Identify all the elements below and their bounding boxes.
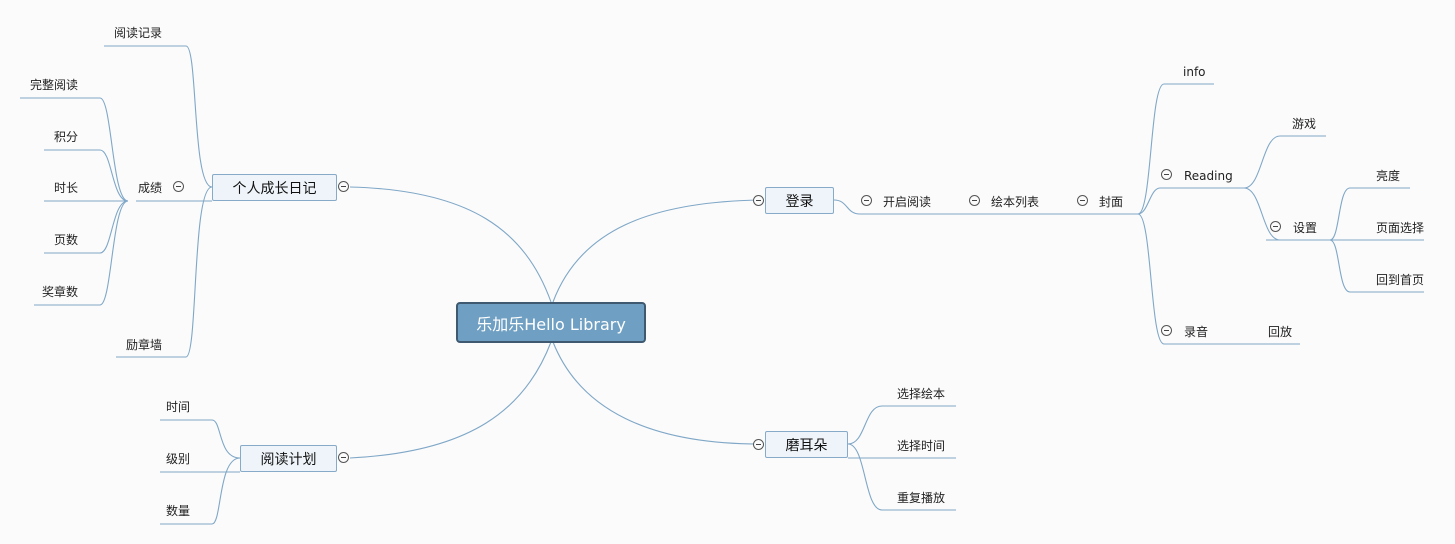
node-open-reading[interactable]: 开启阅读 — [883, 195, 932, 209]
node-book-list[interactable]: 绘本列表 — [991, 195, 1040, 209]
node-score-item[interactable]: 奖章数 — [42, 285, 79, 299]
collapse-toggle-icon[interactable] — [338, 181, 349, 192]
node-reading-record[interactable]: 阅读记录 — [114, 26, 163, 40]
node-score-item[interactable]: 时长 — [54, 181, 79, 195]
collapse-toggle-icon[interactable] — [753, 195, 764, 206]
node-recording[interactable]: 录音 — [1184, 325, 1209, 339]
collapse-toggle-icon[interactable] — [753, 439, 764, 450]
topic-reading-plan[interactable]: 阅读计划 — [240, 445, 337, 472]
collapse-toggle-icon[interactable] — [1161, 325, 1172, 336]
node-ear-item[interactable]: 选择时间 — [897, 439, 946, 453]
collapse-toggle-icon[interactable] — [338, 452, 349, 463]
node-plan-item[interactable]: 数量 — [166, 504, 191, 518]
collapse-toggle-icon[interactable] — [1077, 195, 1088, 206]
node-ear-item[interactable]: 重复播放 — [897, 491, 946, 505]
node-cover[interactable]: 封面 — [1099, 195, 1124, 209]
node-ear-item[interactable]: 选择绘本 — [897, 387, 946, 401]
node-medal-wall[interactable]: 励章墙 — [126, 338, 163, 352]
root-topic[interactable]: 乐加乐Hello Library — [456, 302, 646, 343]
node-plan-item[interactable]: 时间 — [166, 400, 191, 414]
node-score-item[interactable]: 页数 — [54, 233, 79, 247]
collapse-toggle-icon[interactable] — [173, 181, 184, 192]
node-game[interactable]: 游戏 — [1292, 117, 1317, 131]
node-score-item[interactable]: 完整阅读 — [30, 78, 79, 92]
node-score[interactable]: 成绩 — [138, 181, 163, 195]
topic-growth-diary[interactable]: 个人成长日记 — [212, 174, 337, 201]
collapse-toggle-icon[interactable] — [1161, 169, 1172, 180]
topic-ear-training[interactable]: 磨耳朵 — [765, 431, 848, 458]
collapse-toggle-icon[interactable] — [1270, 221, 1281, 232]
node-score-item[interactable]: 积分 — [54, 130, 79, 144]
node-settings-item[interactable]: 回到首页 — [1376, 273, 1425, 287]
collapse-toggle-icon[interactable] — [861, 195, 872, 206]
node-info[interactable]: info — [1183, 65, 1206, 79]
node-settings-item[interactable]: 页面选择 — [1376, 221, 1425, 235]
collapse-toggle-icon[interactable] — [969, 195, 980, 206]
node-settings-item[interactable]: 亮度 — [1376, 169, 1401, 183]
topic-login[interactable]: 登录 — [765, 187, 834, 214]
node-playback[interactable]: 回放 — [1268, 325, 1293, 339]
node-plan-item[interactable]: 级别 — [166, 452, 191, 466]
node-reading[interactable]: Reading — [1184, 169, 1233, 183]
node-settings[interactable]: 设置 — [1293, 221, 1318, 235]
